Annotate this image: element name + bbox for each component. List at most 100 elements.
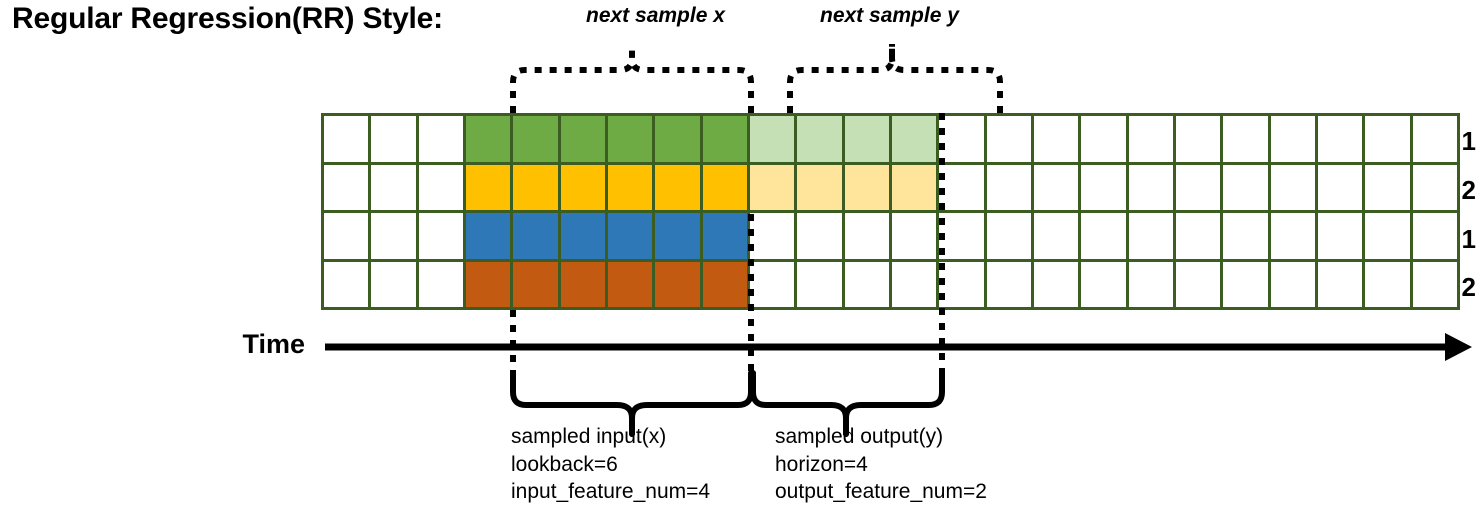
grid-cell-r4-c17-empty	[1081, 261, 1126, 307]
grid-cell-r3-c15-empty	[986, 213, 1031, 259]
annotation-next-sample-x: next sample x	[586, 4, 725, 27]
grid-cell-r1-c17-empty	[1081, 116, 1126, 162]
grid-cell-r1-c8-input	[655, 116, 700, 162]
grid-cell-r4-c2-empty	[371, 261, 416, 307]
grid-cell-r1-c14-empty	[939, 116, 984, 162]
grid-cell-r2-c7-input	[607, 164, 653, 210]
grid-cell-r3-c16-empty	[1033, 213, 1079, 259]
annotation-next-sample-y: next sample y	[820, 4, 959, 27]
grid-cell-r2-c1-empty	[324, 164, 369, 210]
grid-cell-r4-c3-empty	[418, 261, 463, 307]
grid-cell-r4-c9-input	[702, 261, 747, 307]
grid-cell-r1-c3-empty	[418, 116, 463, 162]
grid-cell-r1-c18-empty	[1128, 116, 1173, 162]
grid-cell-r1-c5-input	[513, 116, 558, 162]
grid-cell-r2-c19-empty	[1175, 164, 1221, 210]
sampled-input-heading: sampled input(x)	[511, 425, 667, 448]
grid-cell-r4-c18-empty	[1128, 261, 1173, 307]
grid-cell-r2-c21-empty	[1270, 164, 1315, 210]
grid-cell-r3-c22-empty	[1317, 213, 1363, 259]
grid-cell-r3-c2-empty	[371, 213, 416, 259]
grid-cell-r3-c1-empty	[324, 213, 369, 259]
grid-cell-r3-c13-empty	[891, 213, 937, 259]
grid-cell-r3-c21-empty	[1270, 213, 1315, 259]
grid-cell-r1-c15-empty	[986, 116, 1031, 162]
grid-cell-r3-c5-input	[513, 213, 558, 259]
grid-cell-r4-c21-empty	[1270, 261, 1315, 307]
grid-cell-r4-c16-empty	[1033, 261, 1079, 307]
grid-cell-r1-c4-input	[465, 116, 511, 162]
annotation-sampled-input: sampled input(x) lookback=6 input_featur…	[511, 423, 710, 506]
grid-cell-r2-c22-empty	[1317, 164, 1363, 210]
time-axis-arrow	[325, 333, 1472, 361]
grid-cell-r1-c24-empty	[1412, 116, 1457, 162]
grid-cell-r4-c22-empty	[1317, 261, 1363, 307]
grid-cell-r3-c19-empty	[1175, 213, 1221, 259]
grid-cell-r4-c19-empty	[1175, 261, 1221, 307]
grid-cell-r2-c4-input	[465, 164, 511, 210]
grid-cell-r2-c15-empty	[986, 164, 1031, 210]
grid-cell-r3-c12-empty	[844, 213, 889, 259]
grid-cell-r1-c7-input	[607, 116, 653, 162]
timeline-grid	[321, 113, 1460, 310]
grid-cell-r2-c14-empty	[939, 164, 984, 210]
grid-cell-r4-c20-empty	[1223, 261, 1268, 307]
grid-cell-r2-c17-empty	[1081, 164, 1126, 210]
grid-cell-r4-c8-input	[655, 261, 700, 307]
grid-cell-r3-c7-input	[607, 213, 653, 259]
sampled-output-horizon: horizon=4	[775, 452, 868, 476]
grid-cell-r3-c14-empty	[939, 213, 984, 259]
grid-cell-r1-c13-output	[891, 116, 937, 162]
grid-cell-r4-c11-empty	[797, 261, 842, 307]
sampled-input-lookback: lookback=6	[511, 452, 618, 476]
grid-cell-r1-c21-empty	[1270, 116, 1315, 162]
grid-cell-r1-c19-empty	[1175, 116, 1221, 162]
grid-cell-r3-c6-input	[560, 213, 605, 259]
grid-cell-r2-c8-input	[655, 164, 700, 210]
grid-cell-r2-c24-empty	[1412, 164, 1457, 210]
grid-cell-r4-c12-empty	[844, 261, 889, 307]
grid-cell-r1-c23-empty	[1365, 116, 1410, 162]
grid-cell-r4-c13-empty	[891, 261, 937, 307]
grid-cell-r2-c2-empty	[371, 164, 416, 210]
grid-cell-r2-c10-output	[749, 164, 795, 210]
grid-cell-r2-c5-input	[513, 164, 558, 210]
grid-cell-r3-c8-input	[655, 213, 700, 259]
dotted-brace-next-sample-y	[787, 44, 1003, 113]
grid-cell-r4-c10-empty	[749, 261, 795, 307]
grid-cell-r4-c24-empty	[1412, 261, 1457, 307]
grid-cell-r3-c18-empty	[1128, 213, 1173, 259]
grid-cell-r3-c17-empty	[1081, 213, 1126, 259]
grid-cell-r3-c9-input	[702, 213, 747, 259]
grid-cell-r2-c9-input	[702, 164, 747, 210]
grid-cell-r1-c22-empty	[1317, 116, 1363, 162]
annotation-sampled-output: sampled output(y) horizon=4 output_featu…	[775, 423, 987, 506]
grid-cell-r1-c10-output	[749, 116, 795, 162]
grid-cell-r3-c3-empty	[418, 213, 463, 259]
grid-cell-r3-c23-empty	[1365, 213, 1410, 259]
grid-cell-r1-c1-empty	[324, 116, 369, 162]
sampled-output-heading: sampled output(y)	[775, 425, 944, 448]
grid-cell-r4-c7-input	[607, 261, 653, 307]
grid-cell-r2-c20-empty	[1223, 164, 1268, 210]
grid-cell-r1-c20-empty	[1223, 116, 1268, 162]
dotted-brace-next-sample-x	[510, 44, 754, 113]
grid-cell-r2-c18-empty	[1128, 164, 1173, 210]
grid-cell-r2-c13-output	[891, 164, 937, 210]
grid-cell-r2-c11-output	[797, 164, 842, 210]
time-axis-label: Time	[242, 329, 305, 359]
grid-cell-r2-c3-empty	[418, 164, 463, 210]
grid-cell-r3-c4-input	[465, 213, 511, 259]
grid-cell-r2-c12-output	[844, 164, 889, 210]
grid-cell-r1-c16-empty	[1033, 116, 1079, 162]
grid-cell-r3-c10-empty	[749, 213, 795, 259]
page-title: Regular Regression(RR) Style:	[12, 2, 443, 35]
grid-cell-r3-c24-empty	[1412, 213, 1457, 259]
sampled-input-feature-num: input_feature_num=4	[511, 480, 711, 504]
grid-cell-r2-c16-empty	[1033, 164, 1079, 210]
grid-cell-r4-c4-input	[465, 261, 511, 307]
grid-cell-r3-c20-empty	[1223, 213, 1268, 259]
grid-cell-r4-c23-empty	[1365, 261, 1410, 307]
grid-cell-r4-c6-input	[560, 261, 605, 307]
